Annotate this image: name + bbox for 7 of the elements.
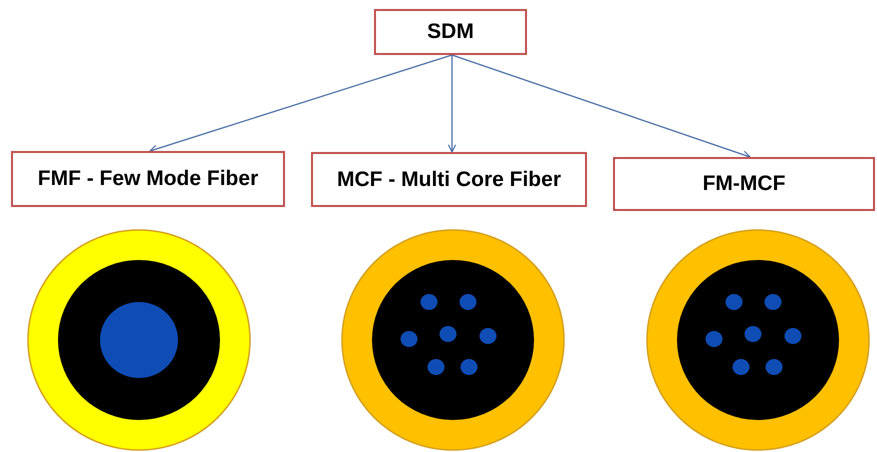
category-box: SDM bbox=[374, 9, 527, 55]
arrow bbox=[448, 55, 456, 153]
arrow bbox=[149, 54, 452, 153]
category-box: FM-MCF bbox=[613, 157, 875, 211]
category-box: FMF - Few Mode Fiber bbox=[11, 151, 285, 207]
arrow bbox=[452, 54, 751, 159]
category-box: MCF - Multi Core Fiber bbox=[311, 152, 587, 207]
